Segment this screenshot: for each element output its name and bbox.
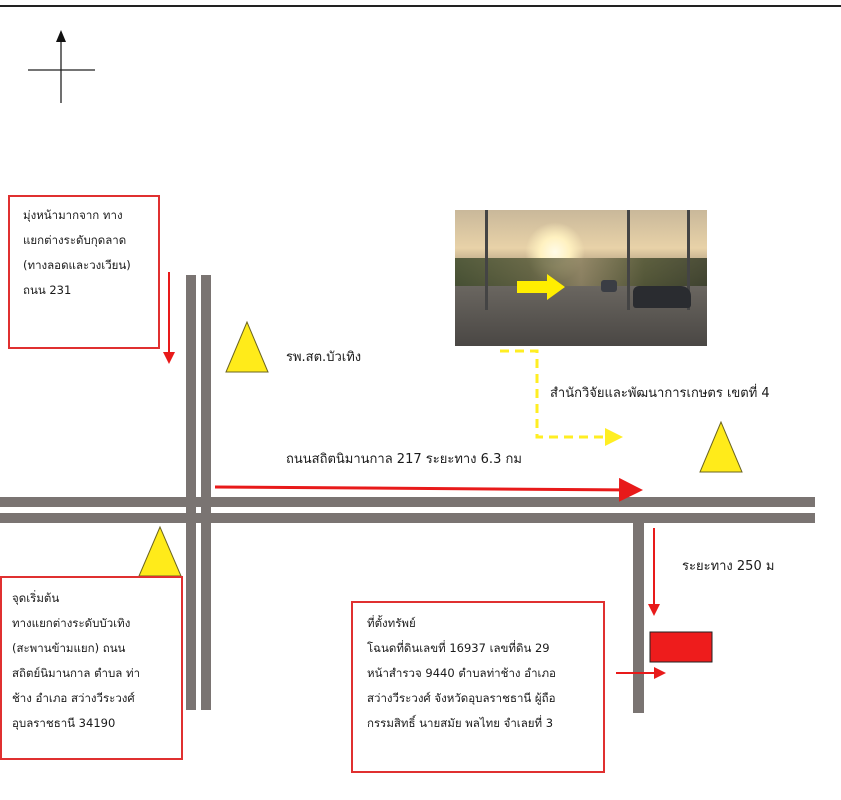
box-origin-line: แยกต่างระดับกุดลาด xyxy=(23,233,127,247)
label-research-center: สำนักวิจัยและพัฒนาการเกษตร เขตที่ 4 xyxy=(550,386,770,401)
arrow-east-main-road xyxy=(214,477,643,502)
box-start-line: อุบลราชธานี 34190 xyxy=(12,716,116,730)
box-property-line: สว่างวีระวงศ์ จังหวัดอุบลราชธานี ผู้ถือ xyxy=(367,691,556,705)
dashed-path-research-center xyxy=(500,349,623,446)
box-property-line: หน้าสำรวจ 9440 ตำบลท่าช้าง อำเภอ xyxy=(367,666,556,680)
label-main-road: ถนนสถิตนิมานกาล 217 ระยะทาง 6.3 กม xyxy=(286,452,522,467)
top-border-line xyxy=(0,5,841,7)
north-arrow-icon xyxy=(28,30,95,103)
road-vertical-right xyxy=(633,523,644,713)
box-start-line: สถิตย์นิมานกาล ตำบล ท่า xyxy=(12,666,141,680)
photo-car-far xyxy=(601,280,617,292)
photo-pole xyxy=(485,210,488,310)
label-distance-side: ระยะทาง 250 ม xyxy=(682,559,775,574)
box-property-line: กรรมสิทธิ์ นายสมัย พลไทย จำเลยที่ 3 xyxy=(367,716,554,730)
box-origin-line: ถนน 231 xyxy=(23,283,72,297)
box-property-line: ที่ตั้งทรัพย์ xyxy=(367,616,416,630)
box-origin-line: (ทางลอดและวงเวียน) xyxy=(23,258,131,272)
photo-arrow-icon xyxy=(517,274,565,300)
road-vertical-left-a xyxy=(186,275,196,710)
box-start-line: จุดเริ่มต้น xyxy=(12,591,60,605)
photo-pole xyxy=(627,210,630,310)
photo-trees xyxy=(455,258,707,286)
photo-pickup-truck xyxy=(633,286,691,308)
box-start-point: จุดเริ่มต้น ทางแยกต่างระดับบัวเทิง (สะพา… xyxy=(0,576,183,760)
photo-pole xyxy=(687,210,690,310)
road-horizontal-a xyxy=(0,497,815,507)
box-origin: มุ่งหน้ามากจาก ทาง แยกต่างระดับกุดลาด (ท… xyxy=(8,195,160,349)
road-vertical-left-b xyxy=(201,275,211,710)
box-start-line: ช้าง อำเภอ สว่างวีระวงศ์ xyxy=(12,691,135,705)
box-start-line: ทางแยกต่างระดับบัวเทิง xyxy=(12,616,131,630)
property-rectangle-marker xyxy=(649,631,713,663)
box-origin-line: มุ่งหน้ามากจาก ทาง xyxy=(23,208,123,222)
label-hospital: รพ.สต.บัวเทิง xyxy=(286,350,362,365)
triangle-landmark-icon xyxy=(138,525,182,577)
box-start-line: (สะพานข้ามแยก) ถนน xyxy=(12,641,126,655)
road-network xyxy=(0,275,815,713)
triangle-landmark-icon xyxy=(225,320,269,373)
road-horizontal-b xyxy=(0,513,815,523)
street-photo xyxy=(455,210,707,346)
triangle-landmark-icon xyxy=(699,420,743,473)
box-property-line: โฉนดที่ดินเลขที่ 16937 เลขที่ดิน 29 xyxy=(367,641,550,655)
box-property: ที่ตั้งทรัพย์ โฉนดที่ดินเลขที่ 16937 เลข… xyxy=(351,601,605,773)
